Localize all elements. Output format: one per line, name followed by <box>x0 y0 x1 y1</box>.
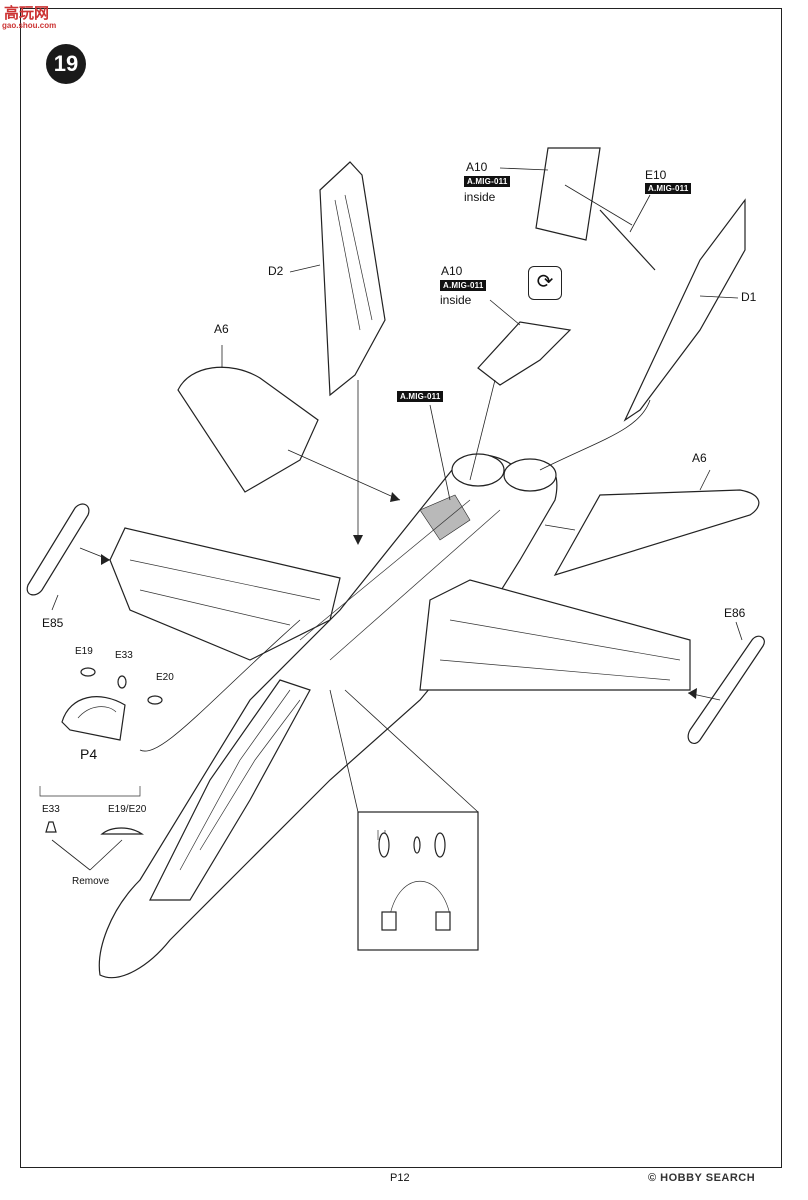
part-e85 <box>26 503 90 596</box>
part-e20-shape <box>147 695 163 705</box>
part-e33-shape <box>117 675 127 689</box>
label-p4: P4 <box>80 746 98 762</box>
right-wing <box>419 579 691 691</box>
watermark-site: gao.shou.com <box>2 21 57 30</box>
tag-fuselage: A.MIG-011 <box>397 391 444 402</box>
label-a10-mid-note: inside <box>440 293 472 307</box>
label-e86: E86 <box>724 606 746 620</box>
label-a10-top: A10 <box>466 160 488 174</box>
part-d1 <box>623 198 746 422</box>
label-a10-top-note: inside <box>464 190 496 204</box>
left-wing <box>109 527 341 661</box>
left-engine-nozzle <box>451 453 505 487</box>
label-a6-left: A6 <box>214 322 229 336</box>
step-number-badge: 19 <box>46 44 86 84</box>
label-d1: D1 <box>741 290 757 304</box>
label-d2: D2 <box>268 264 284 278</box>
part-a6-left <box>177 366 319 493</box>
tag-a10-top: A.MIG-011 <box>464 176 511 187</box>
part-e19-shape <box>80 667 96 677</box>
part-e86 <box>687 635 765 744</box>
part-d2 <box>319 161 386 397</box>
label-e33-detail: E33 <box>42 804 60 815</box>
label-a10-mid: A10 <box>441 264 463 278</box>
label-a6-right: A6 <box>692 451 707 465</box>
label-e19-e20-detail: E19/E20 <box>108 804 147 815</box>
part-a6-right <box>553 489 760 577</box>
right-engine-nozzle <box>503 458 557 492</box>
part-a10-top <box>535 147 601 241</box>
page-number: P12 <box>390 1172 410 1184</box>
tag-a10-mid: A.MIG-011 <box>440 280 487 291</box>
label-e20: E20 <box>156 672 174 683</box>
label-remove: Remove <box>72 876 110 887</box>
cockpit-area <box>149 679 311 901</box>
label-e33: E33 <box>115 650 133 661</box>
detail-e19-e20-shape <box>100 827 144 835</box>
label-e85: E85 <box>42 616 64 630</box>
part-e10 <box>599 209 656 271</box>
detail-e33-shape <box>45 821 57 833</box>
tag-e10: A.MIG-011 <box>645 183 692 194</box>
part-a10-mid <box>477 321 572 386</box>
label-e19: E19 <box>75 646 93 657</box>
page-frame <box>20 8 782 1168</box>
watermark-logo: 高玩网 <box>4 5 50 22</box>
label-e10: E10 <box>645 168 667 182</box>
rotate-icon: ⟳ <box>528 266 562 300</box>
watermark-brand: © HOBBY SEARCH <box>648 1172 756 1184</box>
part-p4 <box>61 696 126 741</box>
